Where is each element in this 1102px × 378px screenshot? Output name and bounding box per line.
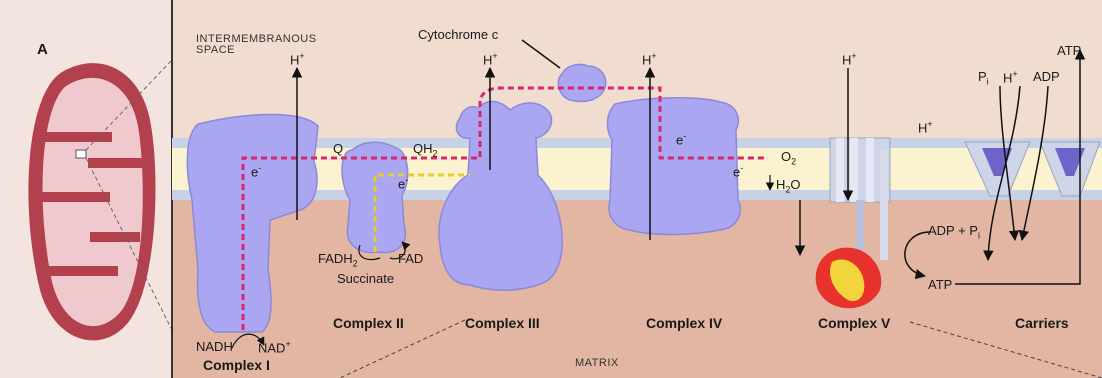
proton-label-iii: H+ [483, 52, 498, 66]
water-label: H2O [776, 178, 801, 195]
electron-label-i: e- [251, 164, 261, 178]
mitochondrion-inset [28, 63, 155, 340]
proton-label-i: H+ [290, 52, 305, 66]
cytochrome-c-label: Cytochrome c [418, 28, 498, 41]
panel-letter: A [37, 42, 48, 57]
electron-label-iv-lower: e- [733, 164, 743, 178]
complex-iii-protein [439, 101, 562, 290]
oxygen-label: O2 [781, 150, 796, 167]
complex-i-label: Complex I [203, 358, 270, 372]
matrix-label: Matrix [575, 358, 619, 369]
fadh2-label: FADH2 [318, 252, 358, 269]
ubiquinone-label: Q [333, 142, 343, 155]
carriers-label: Carriers [1015, 316, 1069, 330]
pi-label: Pi [978, 70, 989, 87]
succinate-label: Succinate [337, 272, 394, 285]
fad-label: FAD [398, 252, 423, 265]
cytochrome-c-protein [558, 64, 605, 101]
nad-label: NAD+ [258, 340, 291, 354]
proton-label-v: H+ [842, 52, 857, 66]
complex-ii-label: Complex II [333, 316, 404, 330]
complex-iii-label: Complex III [465, 316, 540, 330]
atp-product-label: ATP [928, 278, 952, 291]
adp-pi-label: ADP + Pi [928, 224, 980, 241]
electron-label-iv-upper: e- [676, 132, 686, 146]
complex-iv-label: Complex IV [646, 316, 722, 330]
complex-iv-protein [607, 98, 740, 235]
atp-export-label: ATP [1057, 44, 1081, 57]
proton-label-iv: H+ [642, 52, 657, 66]
electron-label-ii: e- [398, 176, 408, 190]
carrier-proton-label: H+ [1003, 70, 1018, 84]
adp-label: ADP [1033, 70, 1060, 83]
ubiquinol-label: QH2 [413, 142, 438, 159]
proton-label-membrane: H+ [918, 120, 933, 134]
nadh-label: NADH [196, 340, 233, 353]
complex-v-label: Complex V [818, 316, 890, 330]
